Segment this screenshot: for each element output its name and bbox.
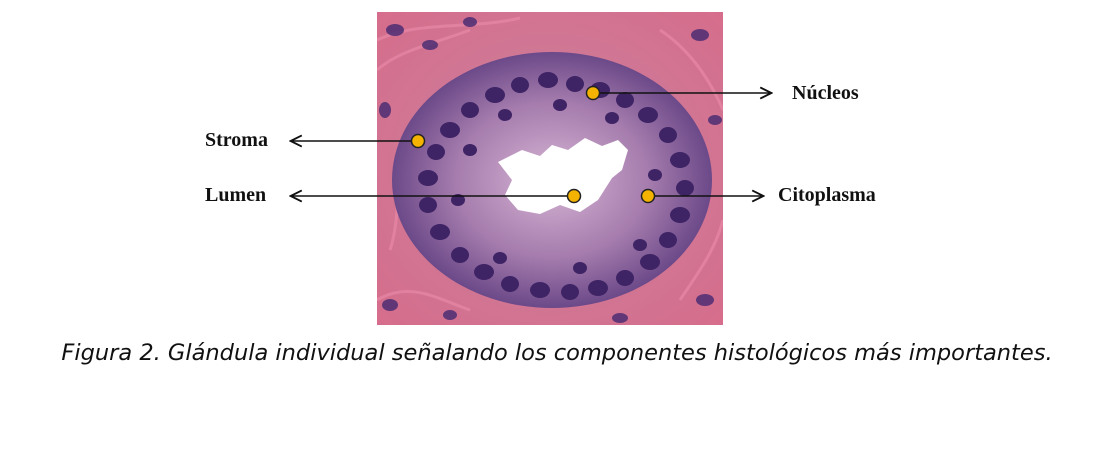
nuclei-cluster: [418, 72, 694, 300]
gland-figure: [0, 12, 1114, 325]
marker-dot-icon: [640, 188, 656, 204]
lumen-shape: [498, 138, 628, 214]
marker-dot-icon: [566, 188, 582, 204]
label-nucleos: Núcleos: [792, 82, 859, 104]
marker-dot-icon: [410, 133, 426, 149]
marker-dots: [410, 85, 656, 204]
figure-caption: Figura 2. Glándula individual señalando …: [61, 340, 1053, 366]
label-lumen: Lumen: [205, 184, 267, 206]
label-citoplasma: Citoplasma: [778, 184, 876, 206]
histology-image: [377, 12, 723, 325]
label-stroma: Stroma: [205, 129, 268, 151]
marker-dot-icon: [585, 85, 601, 101]
annotation-arrows: [292, 93, 770, 196]
